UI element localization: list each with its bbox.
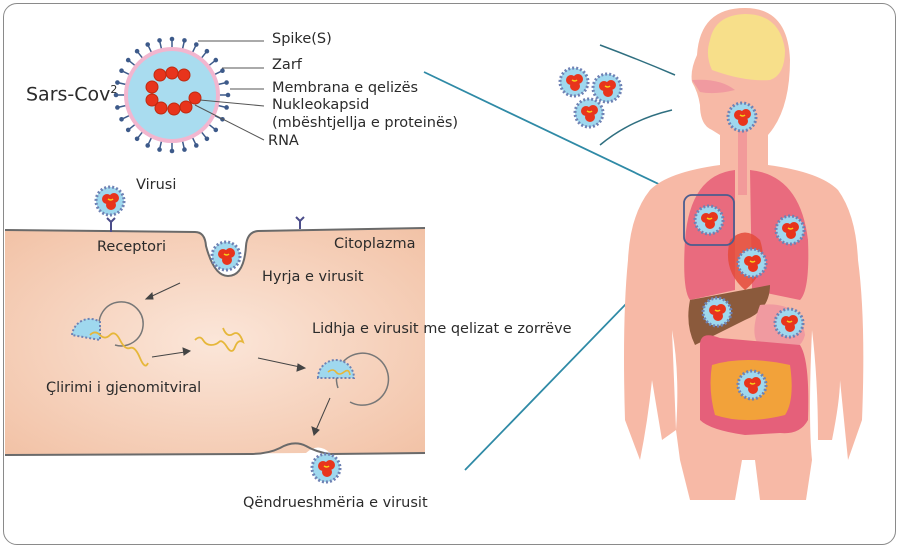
- spike-head: [134, 136, 140, 142]
- cell-membrane-top: [4, 227, 426, 278]
- nasal-cavity: [692, 79, 735, 94]
- diagram-frame: [3, 3, 896, 545]
- label-receptor: Receptori: [97, 239, 166, 255]
- label-cytoplasm: Citoplazma: [334, 236, 416, 252]
- spike-head: [125, 57, 131, 63]
- virus-membrane: [128, 51, 216, 139]
- spike-head: [157, 38, 162, 43]
- spike-head: [204, 136, 210, 142]
- virus-title-superscript: 2: [110, 83, 118, 96]
- spike-head: [145, 42, 151, 47]
- throat-virus-icon: [726, 101, 758, 133]
- spike-head: [224, 80, 229, 85]
- lung-virus-icon: [774, 214, 806, 246]
- spike-head: [157, 147, 162, 152]
- spike-head: [182, 38, 187, 43]
- receptor-icon: [106, 217, 116, 232]
- label-spike: Spike(S): [272, 31, 332, 47]
- label-entry: Hyrja e virusit: [262, 269, 364, 285]
- spike-head: [213, 57, 219, 63]
- spike-head: [115, 105, 120, 110]
- airborne-virus-icon: [558, 66, 590, 98]
- spike-head: [134, 48, 140, 54]
- label-genome-release: Çlirimi i gjenomitviral: [46, 380, 202, 396]
- spike-head: [115, 80, 120, 85]
- cell-membrane-bottom: [4, 442, 426, 456]
- label-nucleocapsid: Nukleokapsid: [272, 97, 370, 113]
- spike-head: [169, 148, 175, 154]
- trachea: [738, 120, 747, 195]
- spike-head: [225, 92, 231, 98]
- label-rna: RNA: [268, 133, 299, 149]
- connector-line-top: [423, 71, 689, 199]
- label-virus: Virusi: [136, 177, 177, 193]
- lung-zoom-box: [683, 194, 735, 246]
- brain-icon: [707, 14, 785, 81]
- intestine-virus-icon: [736, 369, 768, 401]
- process-arrows: [144, 282, 331, 436]
- released-virus-icon: [310, 452, 342, 484]
- spike-head: [119, 116, 124, 122]
- label-persistence: Qëndrueshmëria e virusit: [243, 495, 428, 511]
- spike-head: [113, 92, 119, 98]
- spike-head: [204, 48, 210, 54]
- spike-head: [145, 143, 151, 148]
- viral-genome-icon: [194, 327, 245, 352]
- lung-virus-icon: [693, 204, 725, 236]
- spike-head: [182, 147, 187, 152]
- label-nucleocapsid-note: (mbështjellja e proteinës): [272, 115, 459, 131]
- viral-rna-strand: [89, 331, 149, 367]
- receptor-icon: [295, 216, 305, 229]
- label-envelope: Zarf: [272, 57, 302, 73]
- spike-head: [169, 36, 175, 42]
- liver-virus-icon: [701, 296, 733, 328]
- cytoplasm-area: [5, 228, 425, 455]
- airborne-virus-icon: [591, 72, 623, 104]
- entering-virus-icon: [210, 240, 242, 272]
- virus-title: Sars-Cov2: [26, 84, 117, 105]
- spike-head: [193, 42, 199, 47]
- spike-head: [119, 68, 124, 74]
- stomach-virus-icon: [773, 307, 805, 339]
- host-cell: [4, 185, 426, 484]
- sars-cov2-structure: [113, 36, 265, 154]
- spike-head: [125, 127, 131, 133]
- spike-head: [224, 105, 229, 110]
- virus-title-text: Sars-Cov: [26, 83, 111, 106]
- nucleocapsid-rna: [145, 66, 202, 116]
- free-virus-icon: [94, 185, 126, 217]
- spike-head: [193, 143, 199, 148]
- label-membrane: Membrana e qelizës: [272, 80, 419, 96]
- spike-head: [220, 68, 225, 74]
- human-body: [558, 8, 864, 500]
- spike-head: [213, 127, 219, 133]
- airborne-virus-icon: [573, 97, 605, 129]
- heart-virus-icon: [736, 247, 768, 279]
- label-binding: Lidhja e virusit me qelizat e zorrëve: [312, 321, 572, 337]
